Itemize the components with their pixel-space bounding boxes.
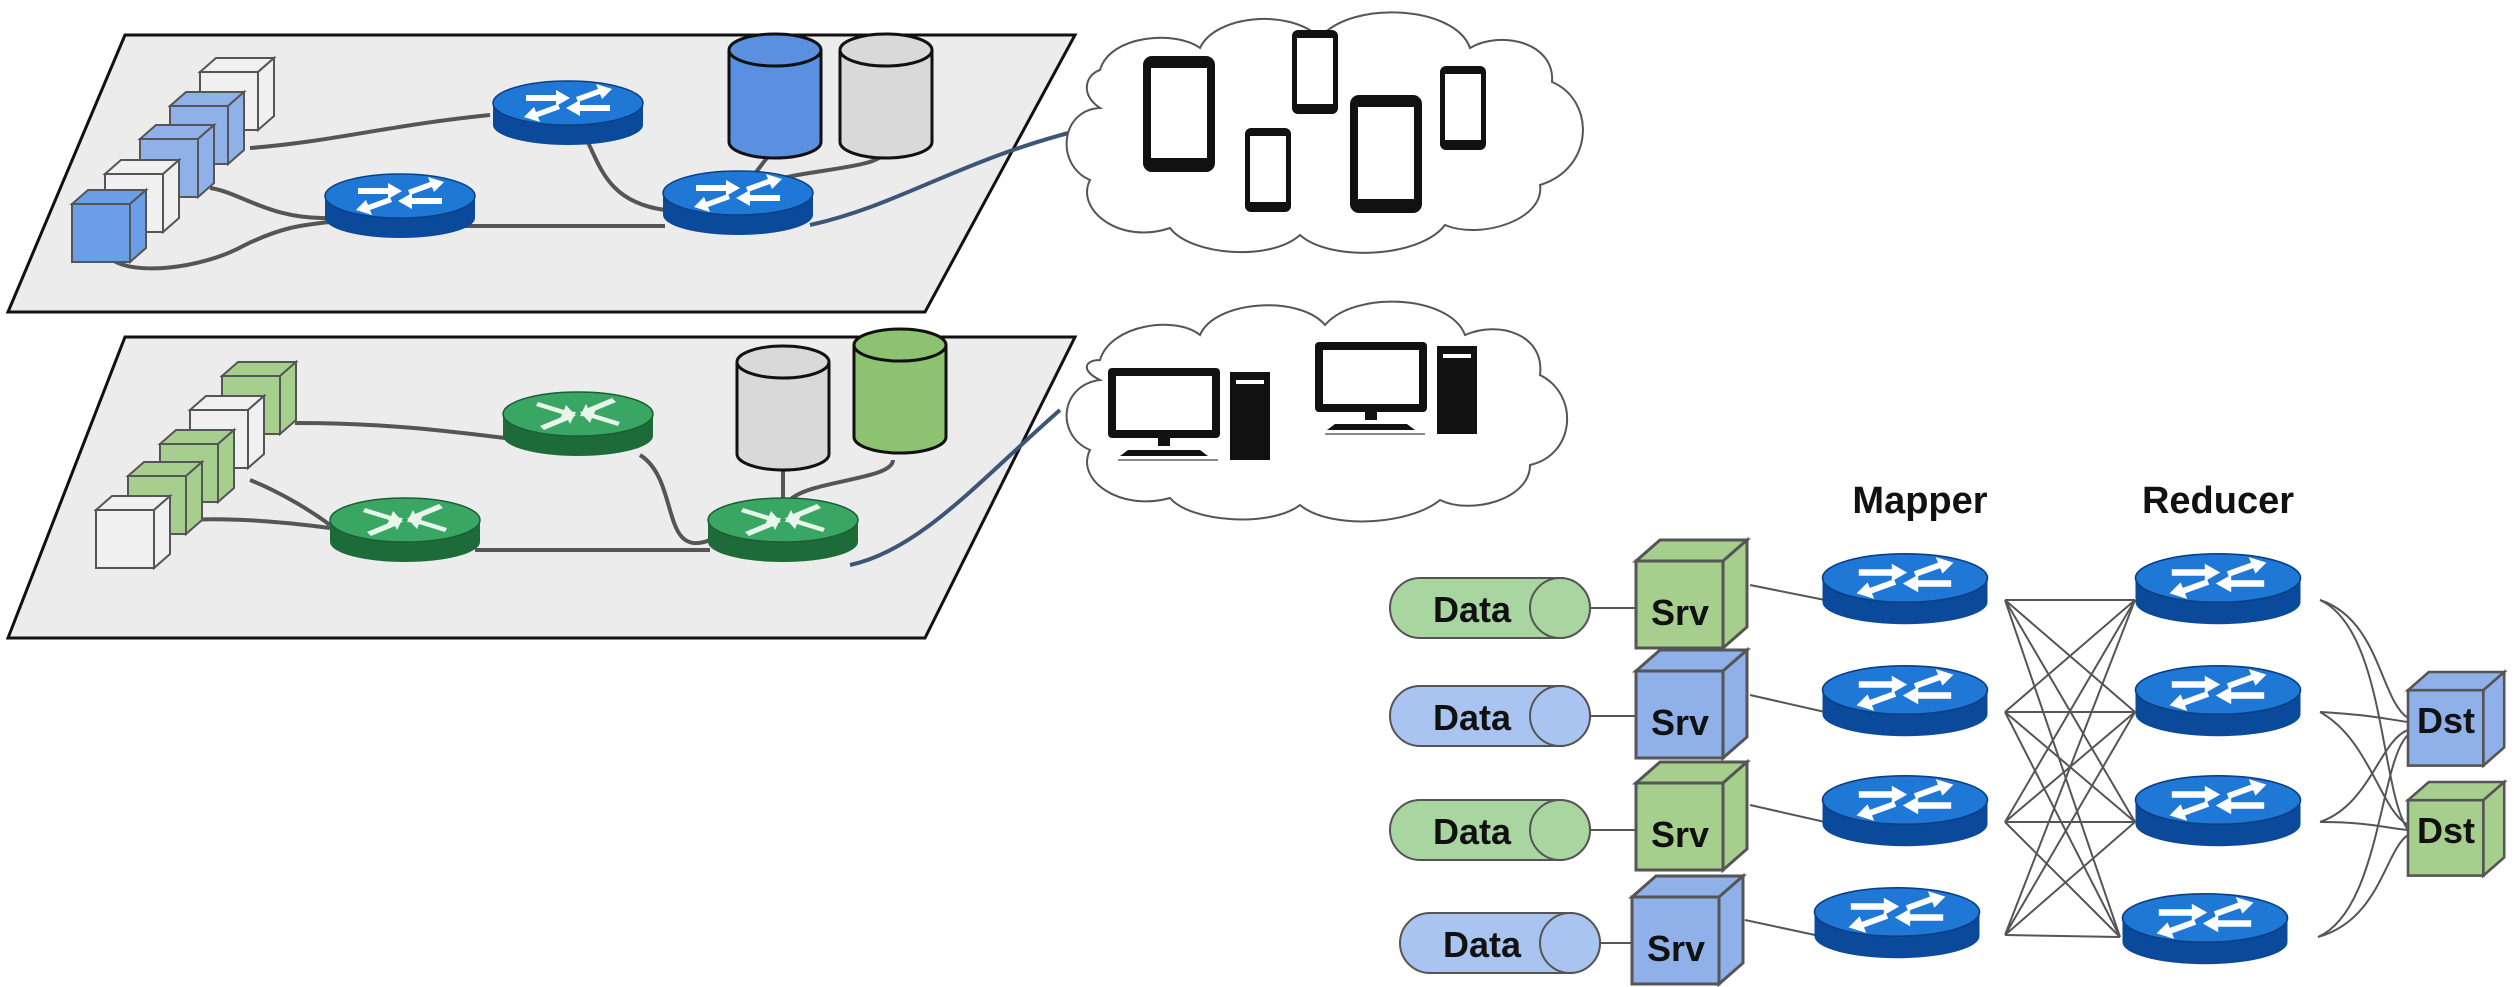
data-label: Data bbox=[1433, 811, 1512, 852]
smartphone-icon bbox=[1292, 30, 1338, 114]
database-icon bbox=[838, 32, 934, 160]
data-label: Data bbox=[1433, 589, 1512, 630]
database-icon bbox=[727, 32, 823, 160]
mapreduce-row: Data Srv bbox=[1399, 874, 2289, 986]
server-cube-icon: Srv bbox=[1634, 538, 1749, 650]
server-cube-icon: Srv bbox=[1634, 648, 1749, 760]
data-source-pill: Data bbox=[1389, 577, 1591, 639]
tower-pc-icon bbox=[1437, 346, 1477, 434]
server-label: Srv bbox=[1651, 702, 1709, 743]
destination-label: Dst bbox=[2417, 810, 2475, 851]
router-icon bbox=[1821, 552, 1989, 626]
router-icon bbox=[324, 173, 476, 239]
router-icon bbox=[502, 391, 654, 457]
smartphone-icon bbox=[1143, 56, 1215, 172]
data-source-pill: Data bbox=[1389, 685, 1591, 747]
mapreduce-row: Data Srv bbox=[1389, 538, 2302, 650]
desktop-computer-icon bbox=[1315, 342, 1427, 435]
router-icon bbox=[2134, 664, 2302, 738]
router-icon bbox=[1821, 774, 1989, 848]
database-icon bbox=[735, 344, 831, 472]
reducer-label: Reducer bbox=[2142, 480, 2294, 522]
database-icon bbox=[852, 327, 948, 455]
data-source-pill: Data bbox=[1389, 799, 1591, 861]
server-cube-icon: Srv bbox=[1630, 874, 1745, 986]
destination-box: Dst bbox=[2406, 780, 2506, 877]
router-icon bbox=[707, 497, 859, 563]
router-icon bbox=[662, 170, 814, 236]
output-links bbox=[2317, 599, 2409, 938]
server-label: Srv bbox=[1651, 814, 1709, 855]
smartphone-icon bbox=[1245, 128, 1291, 212]
server-cube-icon: Srv bbox=[1634, 760, 1749, 872]
desktop-computer-icon bbox=[1108, 368, 1220, 461]
server-label: Srv bbox=[1647, 928, 1705, 969]
data-label: Data bbox=[1433, 697, 1512, 738]
shuffle-links bbox=[2004, 599, 2136, 938]
mapper-label: Mapper bbox=[1852, 480, 1987, 522]
router-icon bbox=[492, 80, 644, 146]
smartphone-icon bbox=[1440, 66, 1486, 150]
tower-pc-icon bbox=[1230, 372, 1270, 460]
router-icon bbox=[1813, 886, 1981, 960]
router-icon bbox=[2134, 552, 2302, 626]
mapreduce-row: Data Srv bbox=[1389, 648, 2302, 760]
smartphone-icon bbox=[1350, 95, 1422, 213]
data-source-pill: Data bbox=[1399, 912, 1601, 974]
bottom-network-plane bbox=[5, 327, 1078, 640]
top-network-plane bbox=[5, 32, 1081, 314]
server-label: Srv bbox=[1651, 592, 1709, 633]
destination-box: Dst bbox=[2406, 670, 2506, 767]
mapreduce-row: Data Srv bbox=[1389, 760, 2302, 872]
data-label: Data bbox=[1443, 924, 1522, 965]
router-icon bbox=[2134, 774, 2302, 848]
destination-label: Dst bbox=[2417, 700, 2475, 741]
router-icon bbox=[2121, 892, 2289, 966]
router-icon bbox=[1821, 664, 1989, 738]
mapreduce-diagram: Mapper Reducer Data bbox=[1389, 480, 2506, 986]
router-icon bbox=[329, 497, 481, 563]
